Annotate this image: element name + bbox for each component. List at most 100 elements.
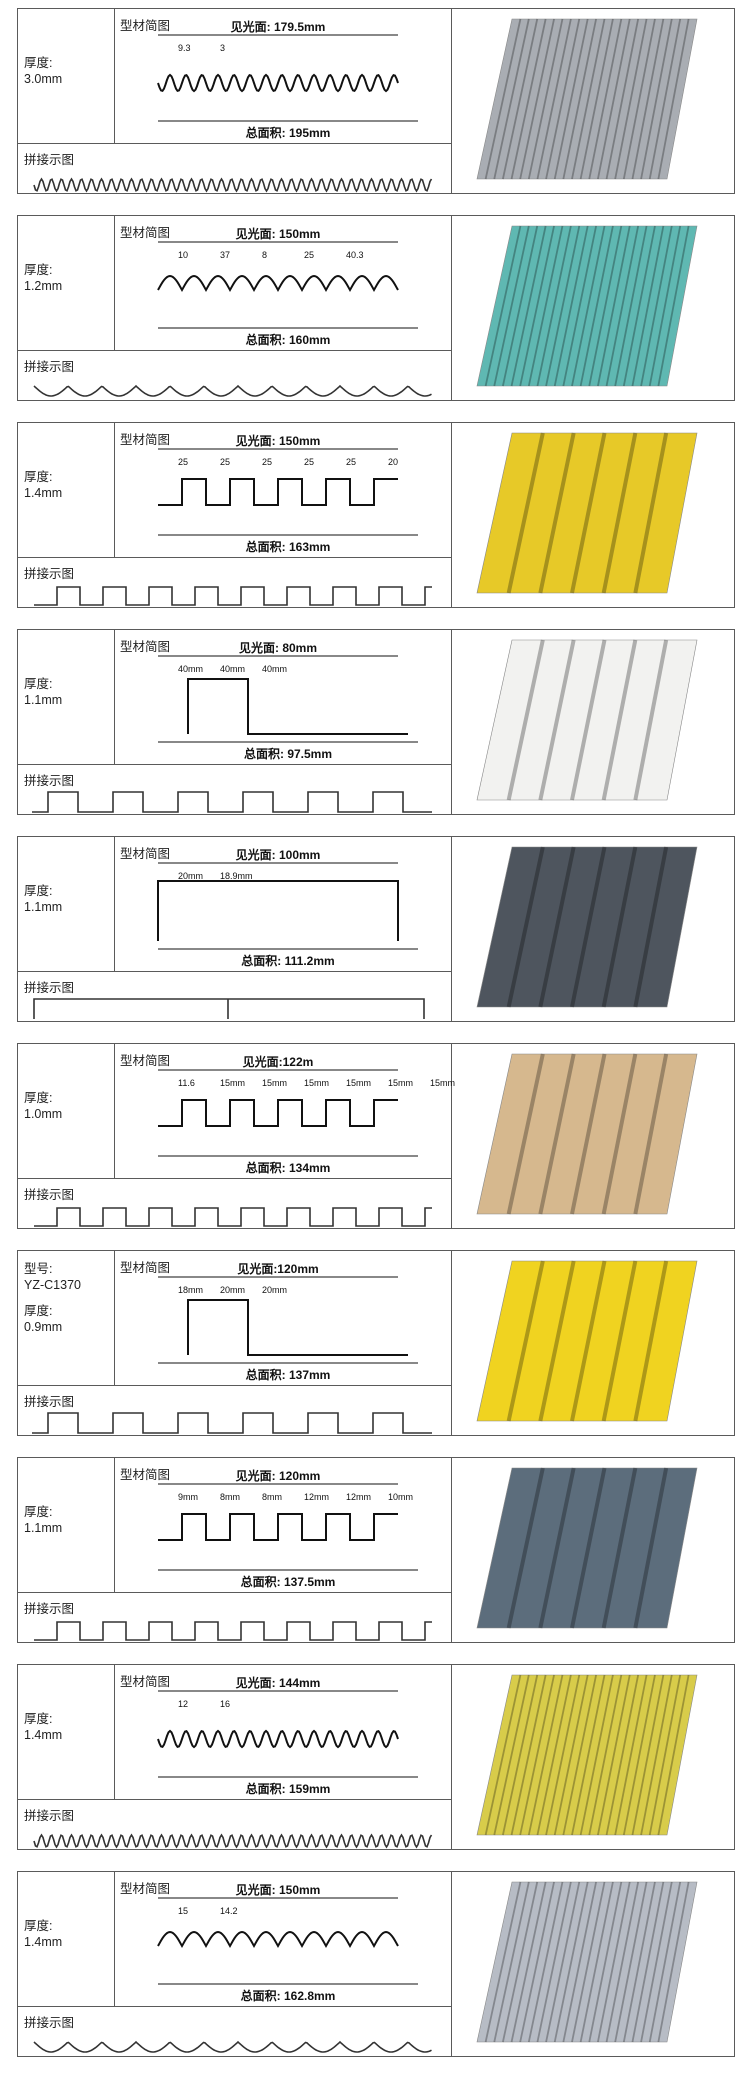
panel-rib <box>622 1674 656 1836</box>
divider <box>114 1665 115 1799</box>
panel-rib <box>631 18 665 180</box>
splice-sketch-label: 拼接示图 <box>24 567 75 581</box>
panel-rib <box>622 225 656 387</box>
profile-shape <box>157 1930 399 1949</box>
thickness-value: 1.4mm <box>24 486 63 500</box>
divider <box>451 1665 452 1849</box>
panel-rib <box>588 1674 623 1836</box>
profile-sketch-label: 型材简图 <box>120 1054 171 1068</box>
visible-face-text: 见光面: 80mm <box>239 640 317 655</box>
panel-rib <box>605 1674 640 1836</box>
panel-rib <box>579 225 614 387</box>
panel-rib <box>631 1674 665 1836</box>
panel-rib <box>571 1881 606 2043</box>
dimension-label: 16 <box>220 1699 230 1709</box>
splice-drawing <box>32 1412 432 1434</box>
dimension-label: 40mm <box>178 664 203 674</box>
dimension-label: 25 <box>304 457 314 467</box>
panel-rib <box>506 1467 545 1629</box>
total-area-text: 总面积: 160mm <box>246 332 331 347</box>
thickness-block: 厚度:1.1mm <box>24 883 62 915</box>
profile-shape <box>157 880 399 941</box>
visible-face-text: 见光面: 179.5mm <box>231 19 326 34</box>
panel-rib <box>493 18 530 180</box>
panel-rib <box>570 1467 607 1629</box>
thickness-block: 厚度:1.1mm <box>24 1504 62 1536</box>
divider <box>18 1178 451 1179</box>
thickness-block: 厚度:1.0mm <box>24 1090 62 1122</box>
splice-sketch-label: 拼接示图 <box>24 1602 75 1616</box>
panel-rib <box>570 1053 607 1215</box>
panel-rib <box>545 1674 581 1836</box>
dimension-label: 8 <box>262 250 267 260</box>
divider <box>451 837 452 1021</box>
divider <box>451 1458 452 1642</box>
panel-rib <box>579 1881 614 2043</box>
total-area-text: 总面积: 111.2mm <box>241 953 334 968</box>
product-photo <box>476 1053 698 1215</box>
panel-rib <box>484 225 522 387</box>
total-area-text: 总面积: 195mm <box>246 125 331 140</box>
panel-rib <box>570 639 607 801</box>
splice-drawing <box>33 384 432 397</box>
panel-rib <box>538 846 576 1008</box>
profile-shape <box>157 73 399 93</box>
thickness-label: 厚度: <box>24 1091 53 1105</box>
spacer <box>24 1293 81 1303</box>
panel-rib <box>605 1881 640 2043</box>
splice-shape <box>33 177 433 193</box>
panel-rib <box>657 1674 690 1836</box>
dimension-label: 14.2 <box>220 1906 238 1916</box>
panel-rib <box>527 1881 564 2043</box>
panel-face <box>476 1467 698 1629</box>
dimension-label: 8mm <box>220 1492 240 1502</box>
divider <box>18 1799 451 1800</box>
product-photo <box>476 432 698 594</box>
visible-face-text: 见光面: 150mm <box>236 1882 321 1897</box>
panel-rib <box>506 1053 545 1215</box>
thickness-value: 1.4mm <box>24 1935 63 1949</box>
splice-shape <box>33 2040 432 2053</box>
panel-rib <box>527 225 564 387</box>
thickness-value: 1.1mm <box>24 900 63 914</box>
panel-rib <box>633 1260 669 1422</box>
panel-rib <box>519 1881 555 2043</box>
dimension-label: 9.3 <box>178 43 191 53</box>
thickness-value: 3.0mm <box>24 72 63 86</box>
divider <box>18 764 451 765</box>
panel-rib <box>597 225 631 387</box>
dimension-label: 3 <box>220 43 225 53</box>
divider <box>18 971 451 972</box>
divider <box>114 1044 115 1178</box>
panel-face <box>476 846 698 1008</box>
panel-rib <box>640 225 673 387</box>
divider <box>114 1458 115 1592</box>
dimension-label: 15mm <box>346 1078 371 1088</box>
splice-sketch-label: 拼接示图 <box>24 1395 75 1409</box>
panel-rib <box>601 639 638 801</box>
total-area-text: 总面积: 159mm <box>246 1781 331 1796</box>
profile-sketch-label: 型材简图 <box>120 640 171 654</box>
panel-rib <box>631 225 665 387</box>
model-label: 型号: <box>24 1262 53 1276</box>
dimension-label: 25 <box>220 457 230 467</box>
thickness-value: 0.9mm <box>24 1320 63 1334</box>
thickness-label: 厚度: <box>24 263 53 277</box>
visible-face-text: 见光面: 120mm <box>236 1468 321 1483</box>
panel-rib <box>640 1674 673 1836</box>
profile-shape <box>158 1513 398 1541</box>
visible-face-text: 见光面:120mm <box>237 1261 318 1276</box>
dimension-label: 15mm <box>262 1078 287 1088</box>
total-area-text: 总面积: 137.5mm <box>241 1574 336 1589</box>
divider <box>18 1592 451 1593</box>
splice-shape <box>33 998 425 1019</box>
divider <box>18 1385 451 1386</box>
divider <box>114 216 115 350</box>
divider <box>451 1872 452 2056</box>
panel-rib <box>527 1674 564 1836</box>
panel-rib <box>536 1674 572 1836</box>
